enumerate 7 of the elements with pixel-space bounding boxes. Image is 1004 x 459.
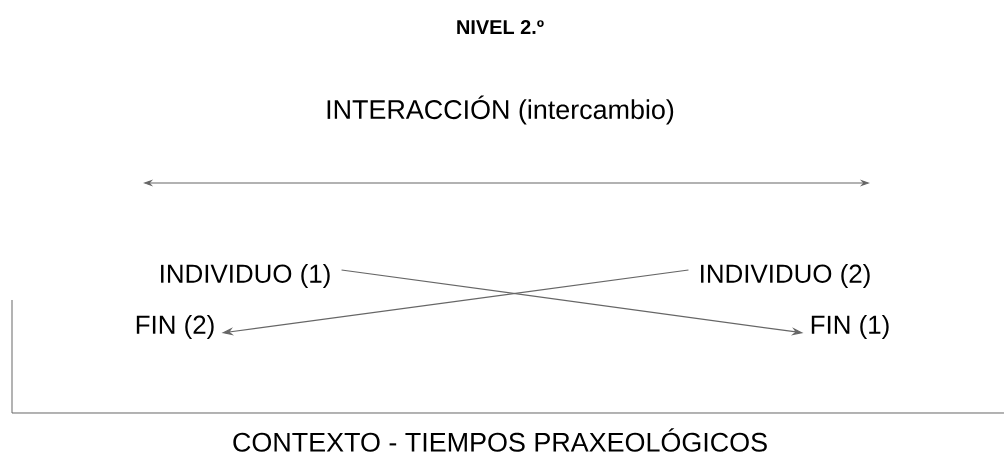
title: NIVEL 2.º [457, 20, 544, 34]
node-text: INDIVIDUO (2) [701, 263, 870, 289]
heading-text: INTERACCIÓN (intercambio) [327, 95, 674, 125]
node-text: FIN (1) [811, 314, 889, 340]
node-text: INDIVIDUO (1) [161, 263, 330, 289]
node-text: FIN (2) [136, 314, 214, 340]
heading-text: CONTEXTO - TIEMPOS PRAXEOLÓGICOS [233, 428, 767, 452]
